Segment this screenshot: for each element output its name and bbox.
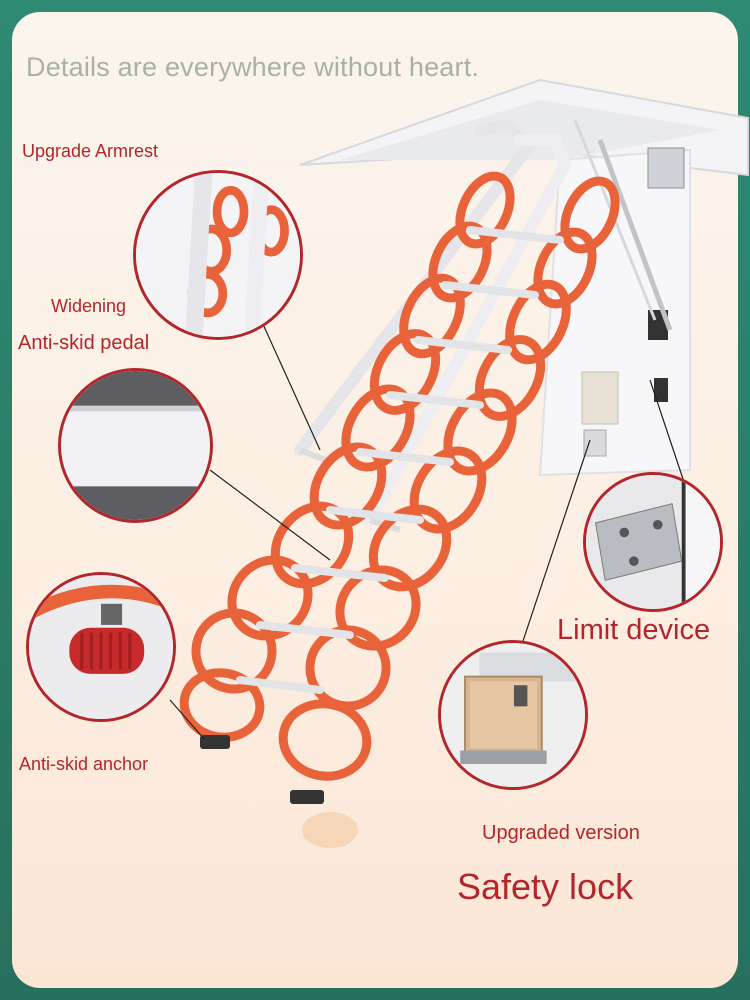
limit-device-detail-circle [583,472,723,612]
armrest-detail-circle [133,170,303,340]
label-upgraded-version: Upgraded version [482,822,640,844]
label-upgrade-armrest: Upgrade Armrest [22,141,159,161]
headline-text: Details are everywhere without heart. [26,52,480,82]
label-widening: Widening [51,296,127,316]
safety-lock-detail-image [441,643,585,787]
safety-lock-detail-circle [438,640,588,790]
armrest-detail-image [136,173,300,337]
anchor-detail-circle [26,572,176,722]
label-anti-skid-pedal: Anti-skid pedal [18,332,150,354]
anchor-detail-image [29,575,173,719]
pedal-detail-circle [58,368,213,523]
pedal-detail-image [61,371,210,520]
label-safety-lock: Safety lock [457,866,634,907]
label-anti-skid-anchor: Anti-skid anchor [19,754,149,774]
label-limit-device: Limit device [557,614,711,646]
limit-device-detail-image [586,475,720,609]
